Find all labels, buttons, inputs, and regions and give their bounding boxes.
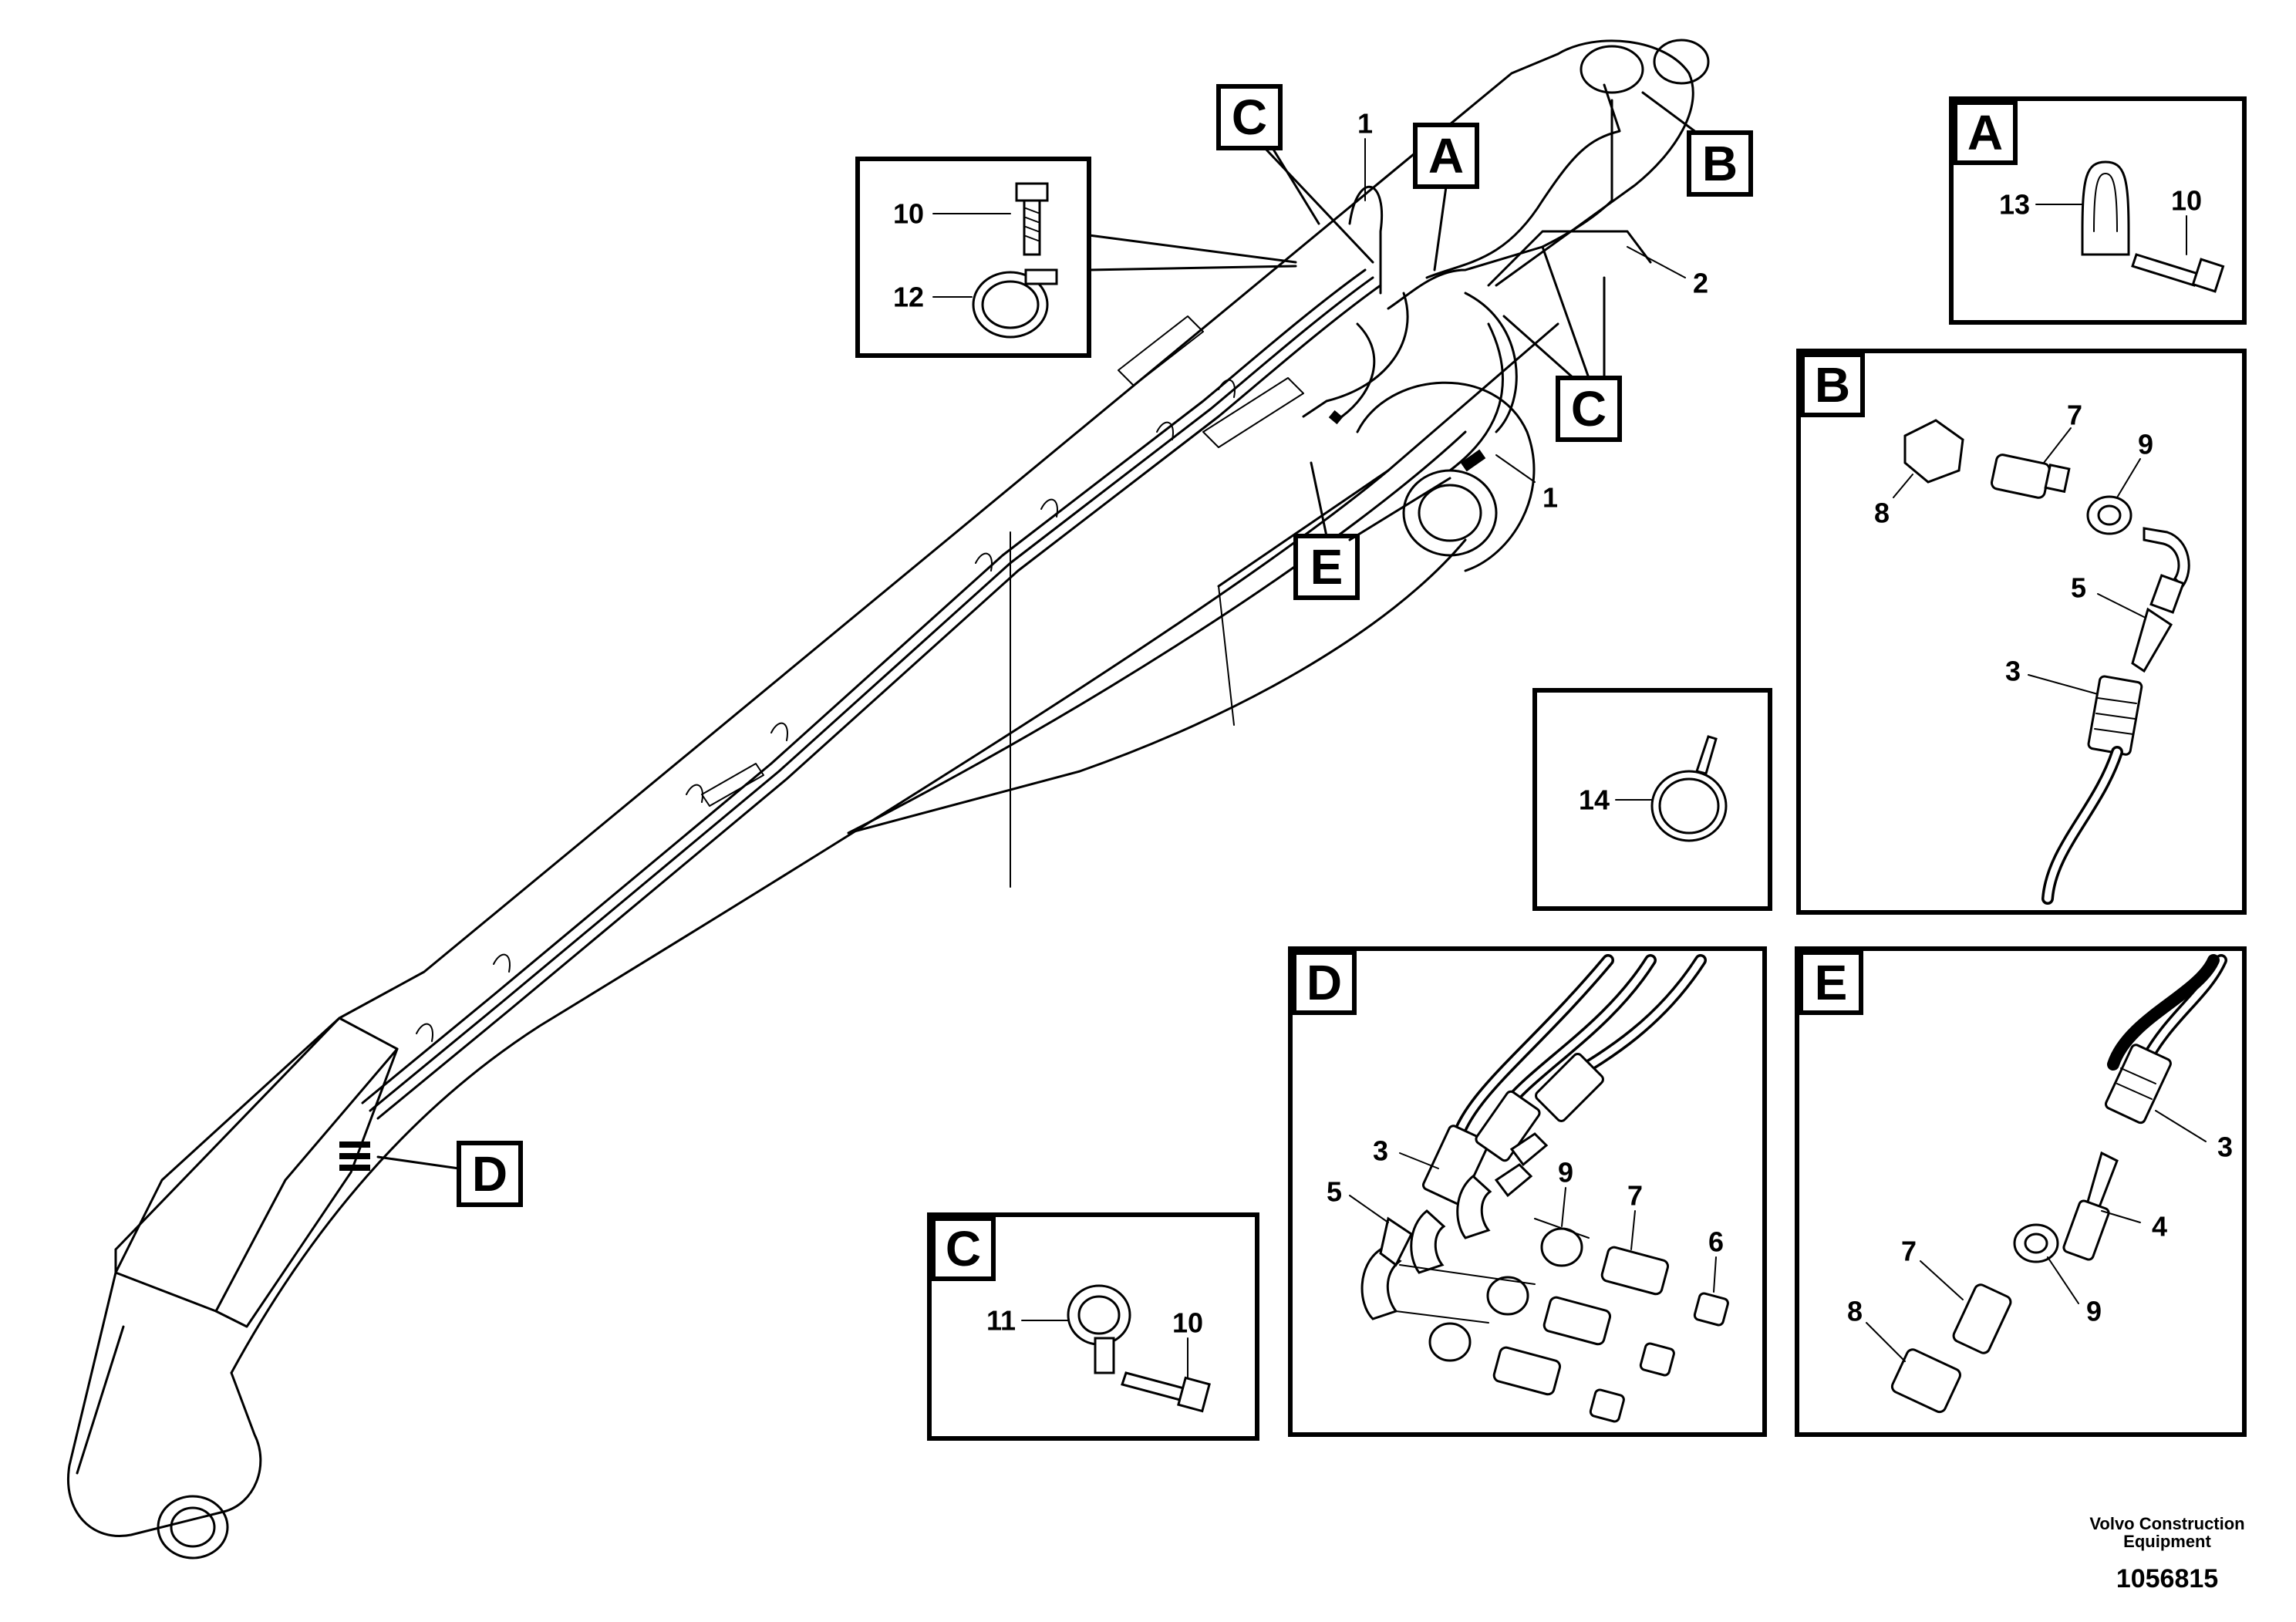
seal-icon bbox=[2013, 1223, 2059, 1263]
svg-text:5: 5 bbox=[1327, 1176, 1342, 1208]
svg-text:2: 2 bbox=[1693, 268, 1708, 299]
svg-text:9: 9 bbox=[2138, 429, 2153, 460]
cap-icon bbox=[1890, 1348, 1961, 1414]
svg-text:9: 9 bbox=[1558, 1157, 1573, 1189]
company-name-line2: Equipment bbox=[2123, 1532, 2211, 1551]
detail-b: B 8 7 9 5 3 bbox=[1796, 349, 2247, 915]
svg-text:10: 10 bbox=[2171, 185, 2202, 217]
nipple-icon bbox=[2131, 607, 2173, 673]
svg-text:6: 6 bbox=[1708, 1226, 1724, 1258]
seal-icon bbox=[1428, 1227, 1583, 1362]
hose-fitting-icon bbox=[2087, 675, 2143, 756]
adapter-icon bbox=[1990, 454, 2071, 499]
boom-body bbox=[67, 39, 1710, 1560]
svg-text:7: 7 bbox=[1627, 1180, 1643, 1212]
svg-text:B: B bbox=[1702, 136, 1738, 191]
callout-d-main[interactable]: D bbox=[376, 1141, 523, 1207]
svg-text:D: D bbox=[1306, 955, 1342, 1010]
company-name-line1: Volvo Construction bbox=[2089, 1514, 2244, 1533]
nipple-icon bbox=[1379, 1132, 1549, 1267]
bolt-icon bbox=[1121, 1371, 1211, 1413]
clamp-icon bbox=[972, 268, 1058, 339]
callout-e-main[interactable]: E bbox=[1293, 461, 1451, 600]
detail-e: E 3 4 9 7 8 bbox=[1795, 946, 2247, 1437]
elbow-icon bbox=[1360, 1175, 1492, 1320]
svg-text:9: 9 bbox=[2086, 1296, 2102, 1327]
callout-a-main[interactable]: A bbox=[1413, 123, 1479, 271]
svg-text:10: 10 bbox=[1172, 1307, 1203, 1339]
svg-text:4: 4 bbox=[2152, 1211, 2167, 1243]
svg-text:C: C bbox=[946, 1221, 981, 1276]
hose-fitting-icon bbox=[2104, 1044, 2172, 1125]
callout-c-top-left[interactable]: C bbox=[1216, 84, 1374, 264]
svg-text:5: 5 bbox=[2071, 572, 2086, 604]
bolt-icon bbox=[1015, 182, 1049, 256]
adapter-icon bbox=[2062, 1199, 2110, 1261]
svg-text:7: 7 bbox=[1901, 1236, 1917, 1267]
svg-text:10: 10 bbox=[893, 198, 924, 230]
seal-icon bbox=[2086, 495, 2132, 535]
detail-tie: 14 bbox=[1532, 688, 1772, 911]
svg-text:1: 1 bbox=[1357, 108, 1373, 140]
svg-text:E: E bbox=[1310, 539, 1344, 595]
p-clip-icon bbox=[1067, 1284, 1131, 1374]
detail-c: C 11 10 bbox=[927, 1212, 1259, 1441]
elbow-icon bbox=[2143, 527, 2190, 614]
svg-text:A: A bbox=[1967, 105, 2003, 160]
svg-text:E: E bbox=[1815, 955, 1848, 1010]
svg-text:3: 3 bbox=[1373, 1135, 1388, 1167]
detail-d: D 3 5 bbox=[1288, 946, 1767, 1437]
svg-text:11: 11 bbox=[986, 1305, 1016, 1337]
part-label-1-mid: 1 bbox=[1495, 454, 1558, 514]
part-label-2: 2 bbox=[1627, 246, 1708, 299]
footer: Volvo Construction Equipment 1056815 bbox=[2089, 1514, 2244, 1593]
svg-text:7: 7 bbox=[2067, 400, 2082, 431]
svg-text:14: 14 bbox=[1579, 784, 1610, 816]
bolt-icon bbox=[2131, 253, 2225, 293]
svg-text:12: 12 bbox=[893, 282, 924, 313]
p-clip-icon bbox=[2081, 160, 2130, 256]
svg-text:B: B bbox=[1815, 357, 1850, 413]
hose-fitting-icon bbox=[1421, 1053, 1604, 1206]
detail-clamp-box: 10 12 bbox=[855, 157, 1297, 358]
svg-text:8: 8 bbox=[1874, 497, 1890, 529]
svg-text:13: 13 bbox=[1999, 189, 2030, 221]
adapter-icon bbox=[1952, 1283, 2012, 1354]
callout-c-right[interactable]: C bbox=[1502, 245, 1622, 442]
cap-icon bbox=[1589, 1292, 1729, 1423]
svg-text:3: 3 bbox=[2217, 1131, 2233, 1163]
cap-icon bbox=[1903, 419, 1964, 484]
drawing-number: 1056815 bbox=[2116, 1564, 2218, 1593]
svg-text:A: A bbox=[1428, 128, 1464, 184]
callout-b-main[interactable]: B bbox=[1641, 91, 1753, 197]
detail-a: A 13 10 bbox=[1949, 96, 2247, 325]
svg-text:C: C bbox=[1232, 89, 1267, 145]
svg-text:1: 1 bbox=[1542, 482, 1558, 514]
adapter-icon bbox=[1492, 1246, 1670, 1396]
svg-text:3: 3 bbox=[2005, 656, 2021, 687]
svg-text:C: C bbox=[1571, 381, 1607, 437]
part-label-1-top: 1 bbox=[1357, 108, 1373, 201]
svg-text:8: 8 bbox=[1847, 1296, 1863, 1327]
svg-text:D: D bbox=[472, 1146, 507, 1202]
cable-tie-icon bbox=[1650, 735, 1728, 842]
